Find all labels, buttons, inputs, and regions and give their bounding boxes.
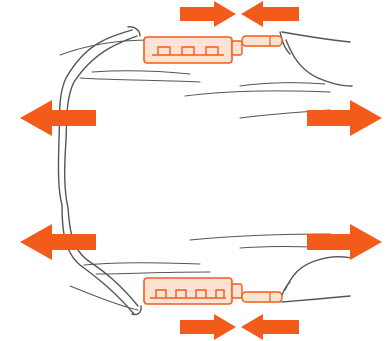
top-clasp-end-cap [231, 40, 243, 56]
pull-lower-right-arrow [307, 224, 382, 260]
left-strap-bottom-cap [131, 305, 142, 316]
right-strap-bottom-inner [284, 255, 353, 291]
left-band-line-5 [95, 271, 211, 275]
top-clasp-body [143, 36, 233, 64]
right-band-line-1 [184, 90, 331, 97]
bottom-clasp [143, 277, 283, 305]
right-strap-bottom-outer [281, 295, 351, 303]
left-band-line-1 [59, 39, 151, 56]
right-strap-top-cap [279, 31, 291, 55]
top-push-right-arrow [241, 1, 299, 27]
pull-upper-right-arrow [307, 100, 382, 136]
top-clasp [143, 35, 283, 64]
bottom-push-right-arrow [241, 314, 299, 340]
right-strap-top-outer [281, 31, 351, 43]
arrows [20, 1, 382, 340]
bottom-push-left-arrow [180, 314, 236, 340]
bottom-clasp-pin [241, 291, 283, 303]
left-band-line-6 [69, 285, 139, 311]
left-strap-inner [63, 35, 139, 307]
top-push-left-arrow [180, 1, 236, 27]
left-band-line-2 [91, 70, 191, 75]
bottom-clasp-end-cap [231, 283, 243, 299]
bottom-clasp-teeth [150, 289, 226, 299]
top-clasp-pin [241, 35, 283, 47]
left-band-line-3 [79, 77, 201, 83]
right-strap [184, 31, 353, 303]
left-strap [57, 26, 211, 316]
left-strap-top-cap [127, 26, 141, 37]
right-band-line-2 [239, 82, 326, 87]
left-strap-outer [57, 29, 135, 315]
top-clasp-teeth [152, 46, 224, 56]
pull-upper-left-arrow [20, 100, 96, 136]
pull-lower-left-arrow [20, 224, 96, 260]
left-band-line-4 [83, 262, 201, 266]
bottom-clasp-body [143, 277, 233, 305]
right-strap-top-inner [285, 39, 353, 87]
